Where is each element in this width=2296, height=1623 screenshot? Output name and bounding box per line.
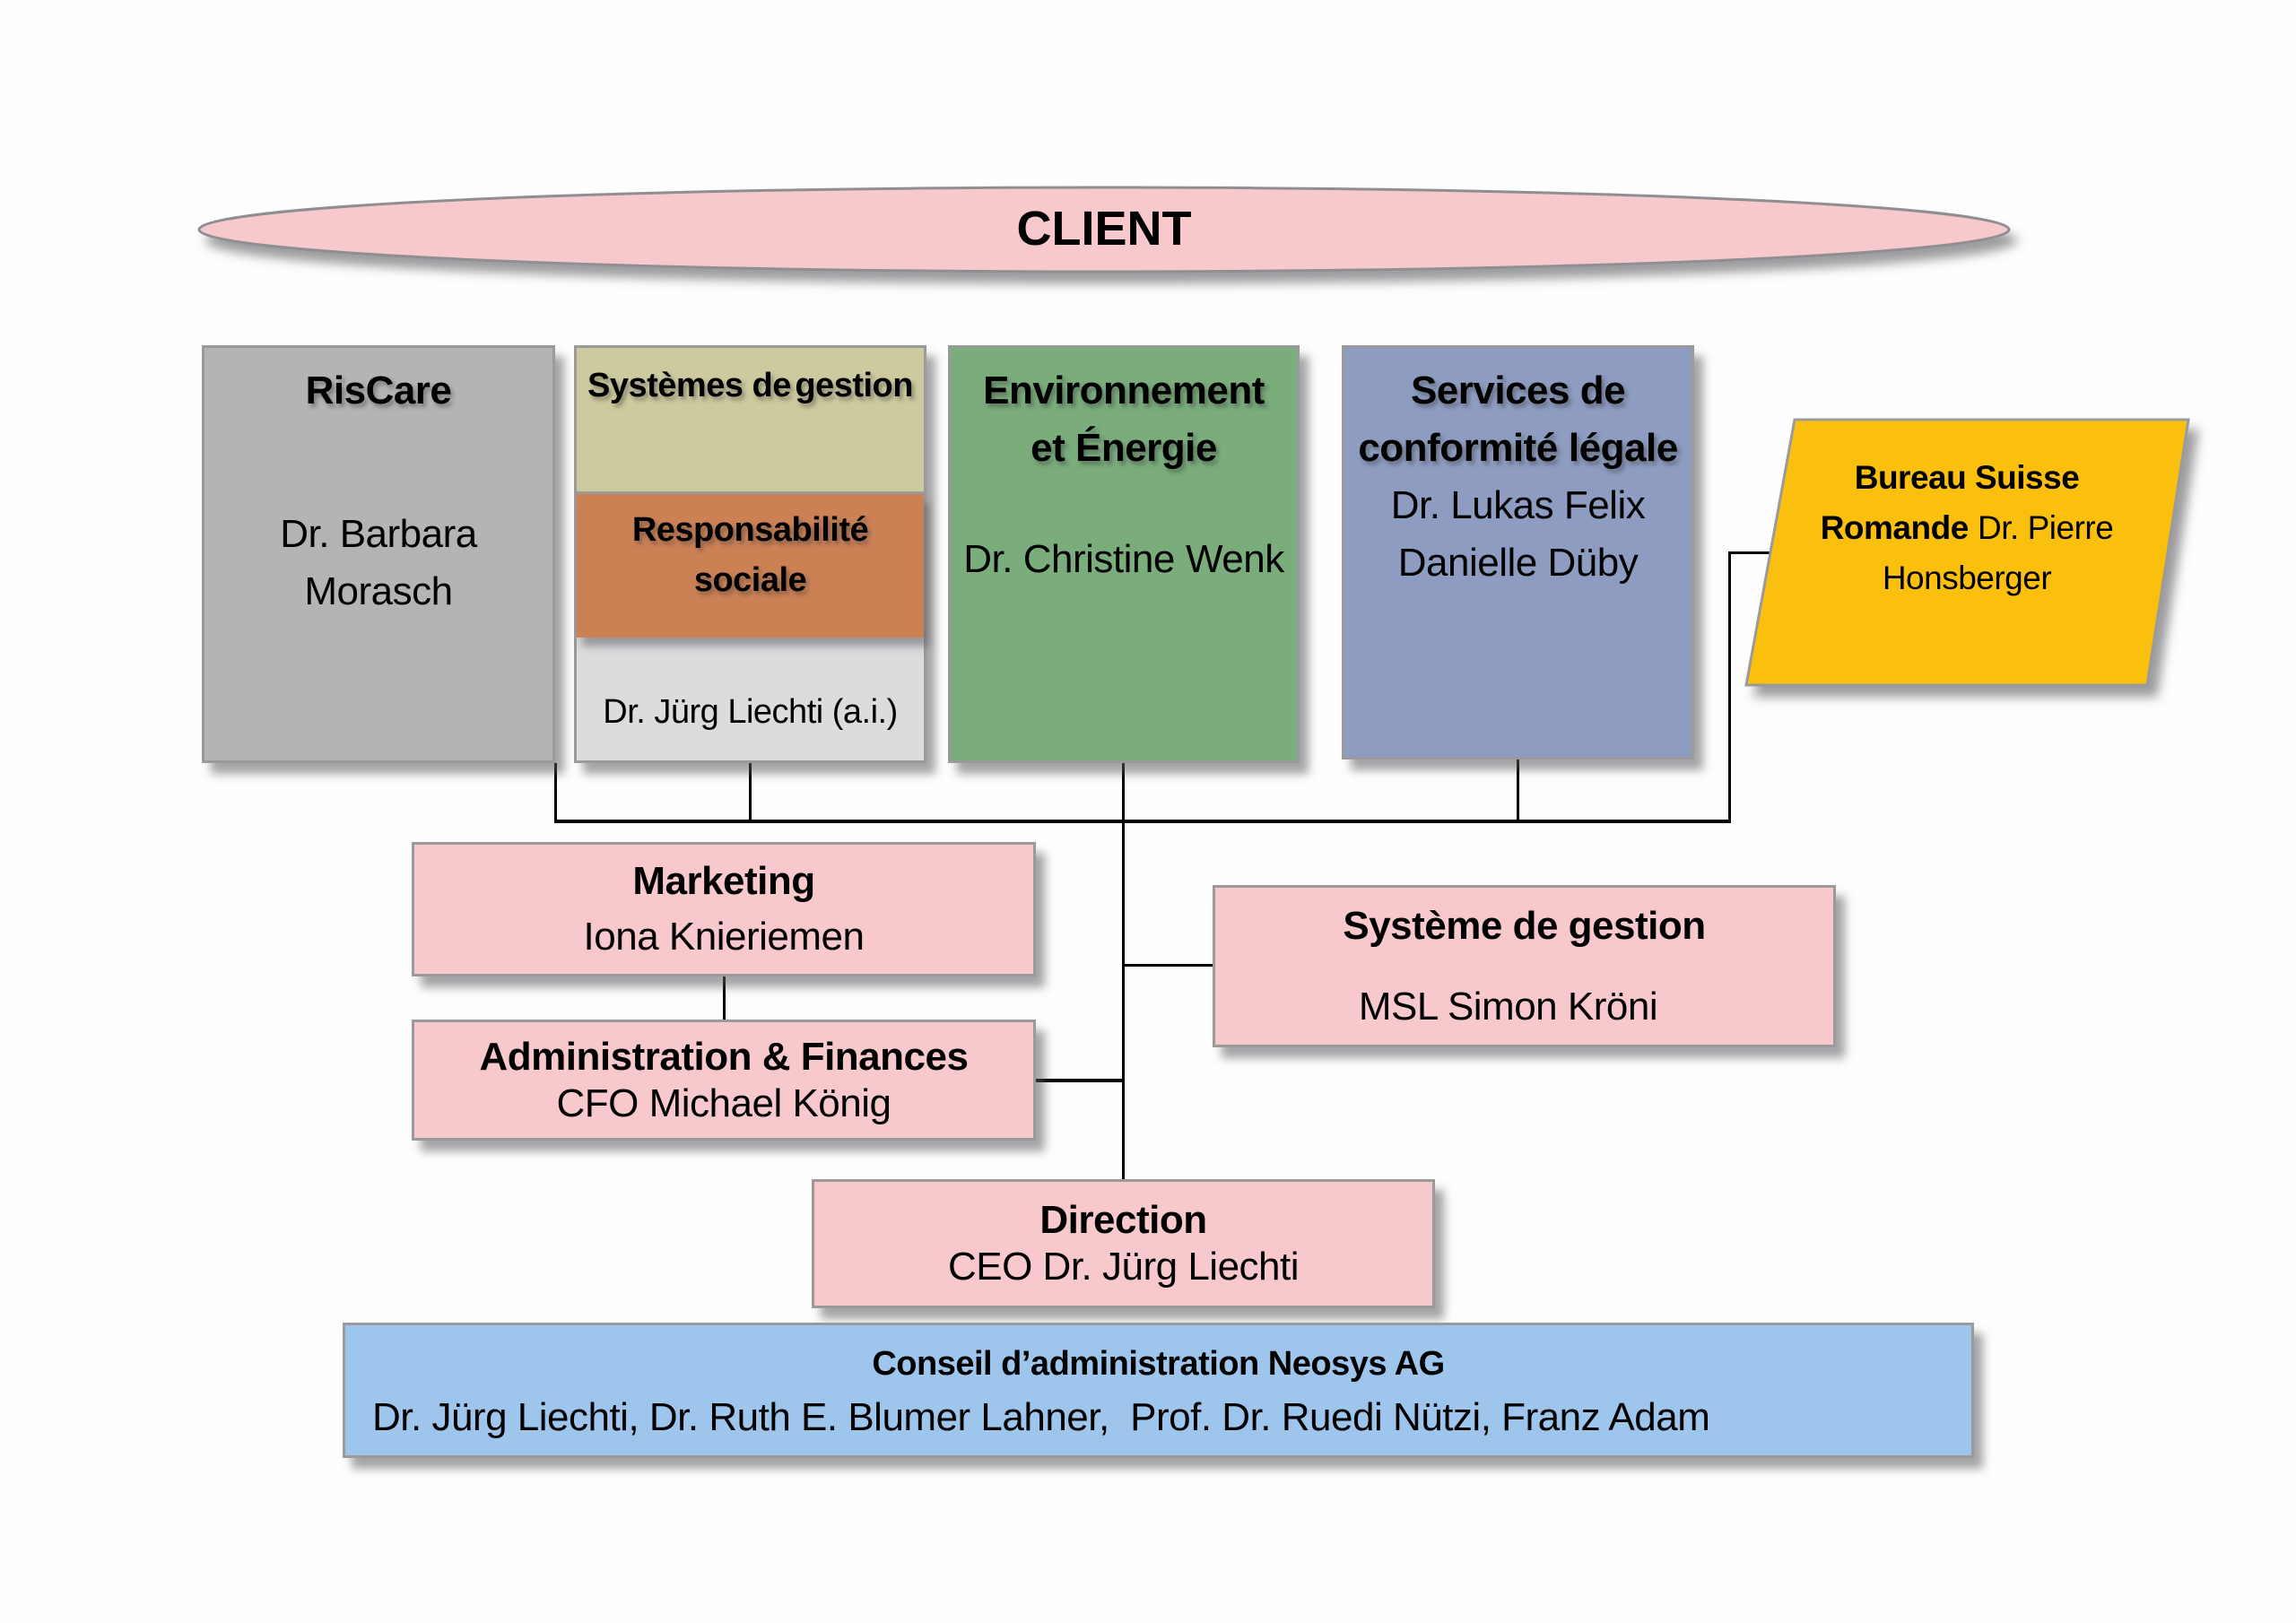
unit-riscare-person: Dr. Barbara Morasch: [204, 506, 552, 621]
unit-conseil-title: Conseil d’administration Neosys AG: [872, 1344, 1445, 1383]
client-ellipse: [197, 186, 2011, 273]
unit-systemes-title: gestion: [795, 367, 913, 404]
unit-administration-person: CFO Michael König: [556, 1081, 891, 1125]
title-line: Services de: [1410, 369, 1626, 412]
person-line: Dr. Lukas Felix: [1390, 483, 1646, 527]
person-line: Wenk: [1186, 537, 1284, 581]
connector-riscare: [554, 763, 557, 822]
unit-conseil-members: Dr. Jürg Liechti, Dr. Ruth E. Blumer Lah…: [372, 1394, 1710, 1439]
person-line: Morasch: [304, 569, 453, 613]
title-line: Environnement: [983, 369, 1265, 412]
unit-responsabilite-title: sociale: [693, 561, 807, 599]
unit-systemes: Systèmes de gestion Responsabilité socia…: [574, 345, 926, 763]
unit-direction-title: Direction: [1039, 1198, 1207, 1242]
unit-bureau-title: Romande: [1820, 509, 1970, 546]
title-line: et Énergie: [1031, 426, 1217, 470]
unit-riscare-title: RisCare: [305, 369, 452, 412]
unit-bureau: Bureau Suisse Romande Dr. Pierre Honsber…: [1787, 453, 2146, 603]
unit-bureau-person: Honsberger: [1882, 560, 2052, 596]
unit-environnement-person: Dr. Christine Wenk: [963, 531, 1284, 588]
person-line: Dr. Barbara: [280, 512, 477, 556]
unit-responsabilite-title: Responsabilité: [631, 511, 869, 549]
connector-services: [1517, 759, 1519, 822]
title-line: conformité: [1358, 426, 1558, 470]
connector-systeme-gestion: [1122, 964, 1213, 967]
unit-administration: Administration & Finances CFO Michael Kö…: [412, 1020, 1036, 1141]
unit-environnement: Environnement et Énergie Dr. Christine W…: [948, 345, 1300, 763]
connector-horizontal-bus: [554, 820, 1731, 823]
unit-systeme-gestion-person: MSL Simon Kröni: [1358, 984, 1658, 1028]
person-line: Dr. Christine: [963, 537, 1175, 581]
unit-bureau-shape: [1744, 418, 2190, 687]
title-line: légale: [1568, 426, 1678, 470]
person-line: Danielle Düby: [1397, 541, 1639, 585]
unit-systemes-person: Dr. Jürg Liechti (a.i.): [603, 693, 898, 731]
unit-direction: Direction CEO Dr. Jürg Liechti: [812, 1179, 1435, 1308]
connector-bureau-vertical: [1728, 551, 1731, 822]
unit-marketing: Marketing Iona Knieriemen: [412, 842, 1036, 976]
unit-systeme-gestion: Système de gestion MSL Simon Kröni: [1213, 885, 1836, 1047]
unit-services-person: Dr. Lukas Felix Danielle Düby: [1344, 477, 1692, 592]
unit-administration-title: Administration & Finances: [479, 1034, 969, 1079]
unit-direction-person: CEO Dr. Jürg Liechti: [947, 1245, 1300, 1289]
connector-environnement-main-trunk: [1122, 763, 1125, 1180]
unit-riscare: RisCare Dr. Barbara Morasch: [202, 345, 555, 763]
unit-systemes-title: Systèmes de: [587, 367, 791, 404]
unit-marketing-title: Marketing: [632, 859, 815, 903]
connector-marketing-administration: [723, 976, 726, 1020]
client-label: CLIENT: [1016, 202, 1192, 256]
unit-bureau-title: Bureau Suisse: [1854, 459, 2080, 496]
unit-services-title: Services de conformité légale: [1344, 362, 1692, 477]
unit-systeme-gestion-title: Système de gestion: [1343, 903, 1706, 948]
unit-systemes-title-section: Systèmes de gestion: [577, 348, 924, 494]
connector-systemes: [749, 763, 752, 822]
connector-administration: [1035, 1079, 1124, 1082]
unit-services: Services de conformité légale Dr. Lukas …: [1342, 345, 1694, 759]
unit-bureau-person: Dr. Pierre: [1978, 509, 2114, 546]
unit-responsabilite-section: Responsabilité sociale: [577, 494, 924, 638]
client-ellipse-layer: [197, 186, 2011, 273]
unit-conseil: Conseil d’administration Neosys AG Dr. J…: [343, 1323, 1974, 1458]
unit-marketing-person: Iona Knieriemen: [583, 915, 865, 959]
bureau-shape-layer: [1744, 418, 2190, 687]
connector-bureau-horizontal: [1728, 551, 1773, 554]
unit-environnement-title: Environnement et Énergie: [951, 362, 1297, 477]
